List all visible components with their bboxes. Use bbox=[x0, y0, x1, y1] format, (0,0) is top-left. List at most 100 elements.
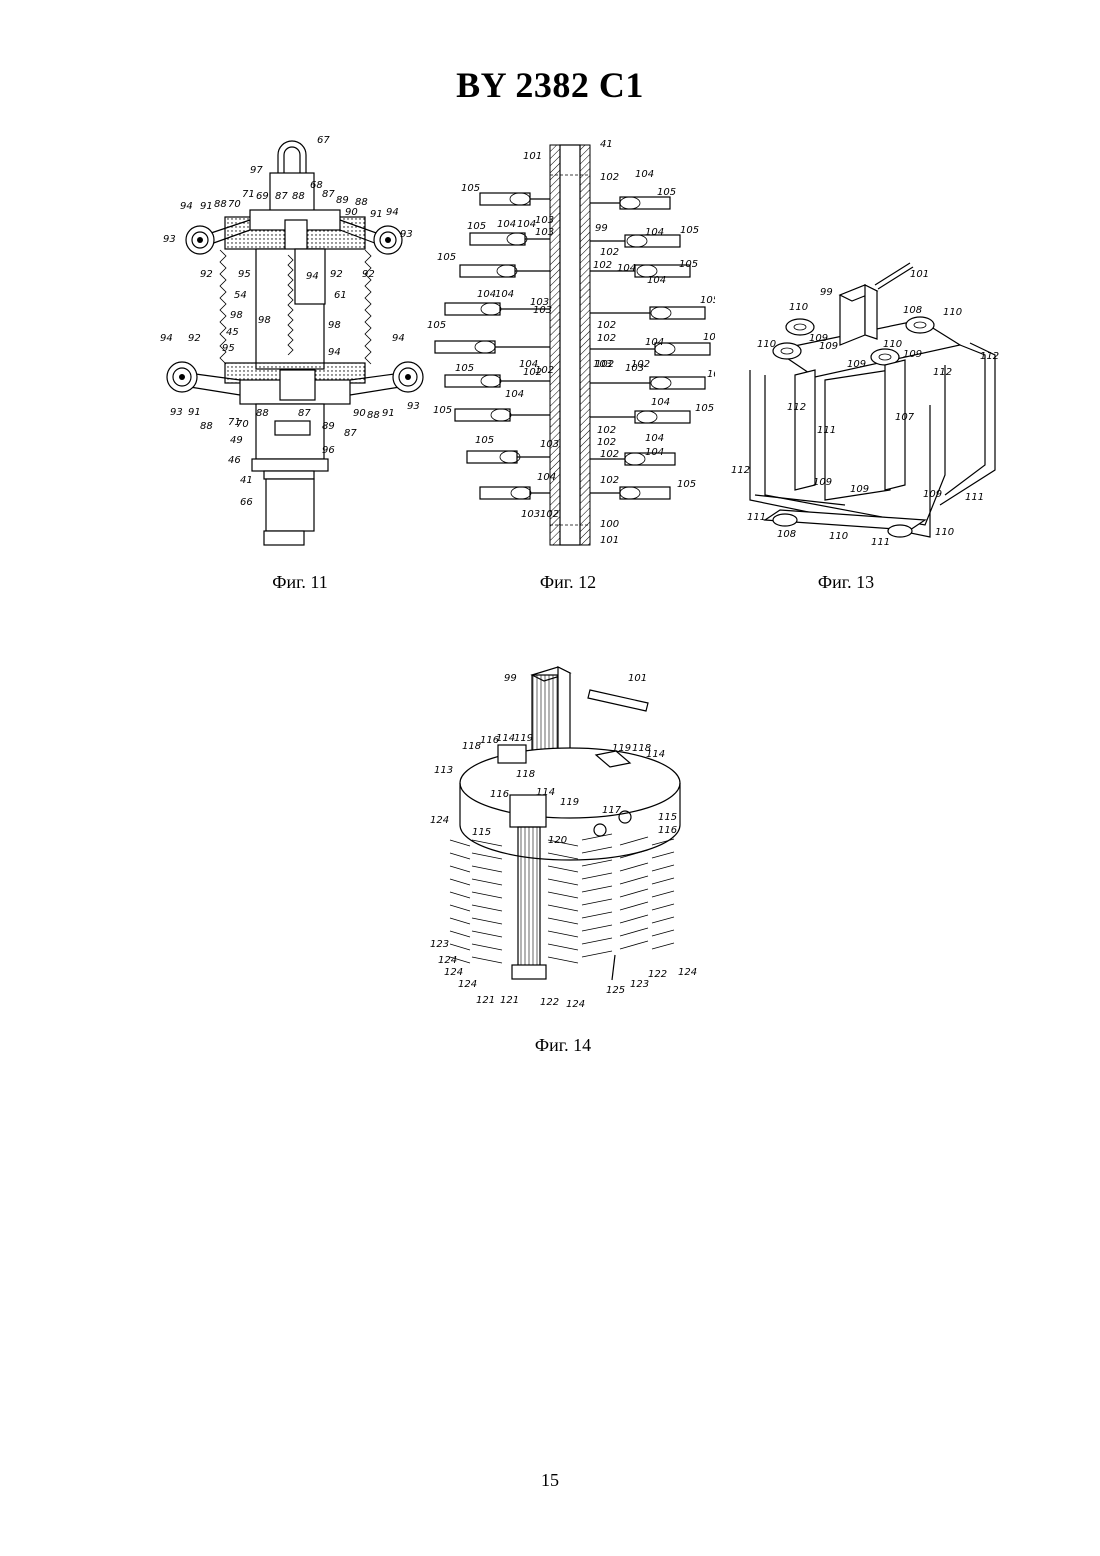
fig12-label: 102 bbox=[600, 247, 619, 258]
fig13-label: 109 bbox=[850, 484, 869, 495]
fig11-label: 95 bbox=[238, 269, 251, 280]
fig12-label: 104 bbox=[495, 289, 514, 300]
fig11-label: 61 bbox=[334, 290, 347, 301]
fig11-label: 70 bbox=[236, 419, 249, 430]
fig14-label: 124 bbox=[444, 967, 463, 978]
fig11-label: 94 bbox=[386, 207, 399, 218]
fig12-label: 102 bbox=[597, 333, 616, 344]
fig14-label: 124 bbox=[566, 999, 585, 1010]
fig14-label: 124 bbox=[438, 955, 457, 966]
fig12-label: 104 bbox=[537, 472, 556, 483]
fig11-label: 87 bbox=[322, 189, 335, 200]
fig11-label: 87 bbox=[298, 408, 311, 419]
fig11-label: 91 bbox=[382, 408, 395, 419]
fig13-label: 109 bbox=[923, 489, 942, 500]
fig12-label: 104 bbox=[645, 447, 664, 458]
fig14-label: 114 bbox=[536, 787, 555, 798]
fig11-label: 90 bbox=[345, 207, 358, 218]
fig11-label: 91 bbox=[200, 201, 213, 212]
fig12-label: 103 bbox=[540, 439, 559, 450]
fig11-label: 94 bbox=[180, 201, 193, 212]
fig11-label: 46 bbox=[228, 455, 241, 466]
fig13-label: 111 bbox=[871, 537, 890, 548]
fig11-label: 98 bbox=[258, 315, 271, 326]
fig12-label: 105 bbox=[427, 320, 446, 331]
fig11-label: 95 bbox=[222, 343, 235, 354]
fig12-label: 105 bbox=[467, 221, 486, 232]
fig13-label: 110 bbox=[789, 302, 808, 313]
fig14-label: 119 bbox=[560, 797, 579, 808]
fig12-label: 105 bbox=[677, 479, 696, 490]
fig12-label: 104 bbox=[651, 397, 670, 408]
fig14-label: 101 bbox=[628, 673, 647, 684]
fig12-label: 103 bbox=[625, 363, 644, 374]
fig11-label: 88 bbox=[367, 410, 380, 421]
fig12-label: 102 bbox=[600, 475, 619, 486]
fig14-label: 122 bbox=[648, 969, 667, 980]
fig11-label: 87 bbox=[344, 428, 357, 439]
fig13-label: 111 bbox=[747, 512, 766, 523]
fig12-label: 105 bbox=[695, 403, 714, 414]
fig14-label: 115 bbox=[658, 812, 677, 823]
fig13-label: 99 bbox=[820, 287, 833, 298]
fig11-label: 98 bbox=[230, 310, 243, 321]
fig11-label: 93 bbox=[170, 407, 183, 418]
fig11-label: 98 bbox=[328, 320, 341, 331]
fig12-label: 103 bbox=[533, 305, 552, 316]
fig12-label: 104 bbox=[477, 289, 496, 300]
fig11-label: 93 bbox=[407, 401, 420, 412]
fig11-label: 90 bbox=[353, 408, 366, 419]
fig11-label: 88 bbox=[292, 191, 305, 202]
fig13-label: 109 bbox=[903, 349, 922, 360]
fig11-label: 67 bbox=[317, 135, 330, 146]
fig12-label: 105 bbox=[700, 295, 715, 306]
fig11-label: 66 bbox=[240, 497, 253, 508]
fig12-label: 102 bbox=[600, 172, 619, 183]
fig12-label: 101 bbox=[523, 151, 542, 162]
fig14-label: 125 bbox=[606, 985, 625, 996]
figure-14-drawing: 99 101 118 116 114 119 119 118 114 113 1… bbox=[420, 655, 710, 1020]
fig13-label: 107 bbox=[895, 412, 915, 423]
figure-11-drawing: 67 97 68 71 69 70 87 88 87 89 88 90 91 9… bbox=[150, 125, 450, 550]
fig11-label: 94 bbox=[160, 333, 173, 344]
fig12-label: 104 bbox=[647, 275, 666, 286]
fig14-label: 119 bbox=[612, 743, 631, 754]
fig11-label: 88 bbox=[214, 199, 227, 210]
fig11-label: 94 bbox=[328, 347, 341, 358]
fig12-label: 102 bbox=[597, 437, 616, 448]
fig12-label: 105 bbox=[455, 363, 474, 374]
fig14-label: 114 bbox=[646, 749, 665, 760]
fig11-label: 88 bbox=[200, 421, 213, 432]
fig14-label: 124 bbox=[458, 979, 477, 990]
fig12-label: 102 bbox=[540, 509, 559, 520]
fig14-label: 123 bbox=[430, 939, 449, 950]
fig12-label: 105 bbox=[437, 252, 456, 263]
figure-11-caption: Фиг. 11 bbox=[250, 572, 350, 593]
fig14-label: 99 bbox=[504, 673, 517, 684]
fig13-label: 111 bbox=[817, 425, 836, 436]
fig11-label: 94 bbox=[306, 271, 319, 282]
fig12-label: 105 bbox=[680, 225, 699, 236]
fig12-label: 104 bbox=[617, 263, 636, 274]
fig14-label: 118 bbox=[516, 769, 535, 780]
fig11-label: 97 bbox=[250, 165, 263, 176]
fig11-label: 89 bbox=[322, 421, 335, 432]
fig13-label: 112 bbox=[787, 402, 806, 413]
fig12-label: 101 bbox=[600, 535, 619, 546]
fig12-label: 104 bbox=[505, 389, 524, 400]
fig11-label: 68 bbox=[310, 180, 323, 191]
fig12-label: 105 bbox=[707, 369, 715, 380]
fig11-label: 69 bbox=[256, 191, 269, 202]
fig11-label: 41 bbox=[240, 475, 253, 486]
fig14-label: 121 bbox=[500, 995, 519, 1006]
fig14-label: 114 bbox=[496, 733, 515, 744]
fig11-label: 92 bbox=[188, 333, 201, 344]
figure-12-caption: Фиг. 12 bbox=[518, 572, 618, 593]
fig11-label: 92 bbox=[200, 269, 213, 280]
fig13-label: 109 bbox=[819, 341, 838, 352]
fig13-label: 111 bbox=[965, 492, 984, 503]
fig12-label: 102 bbox=[600, 449, 619, 460]
fig12-label: 103 bbox=[535, 215, 554, 226]
fig14-label: 121 bbox=[476, 995, 495, 1006]
fig11-label: 93 bbox=[163, 234, 176, 245]
